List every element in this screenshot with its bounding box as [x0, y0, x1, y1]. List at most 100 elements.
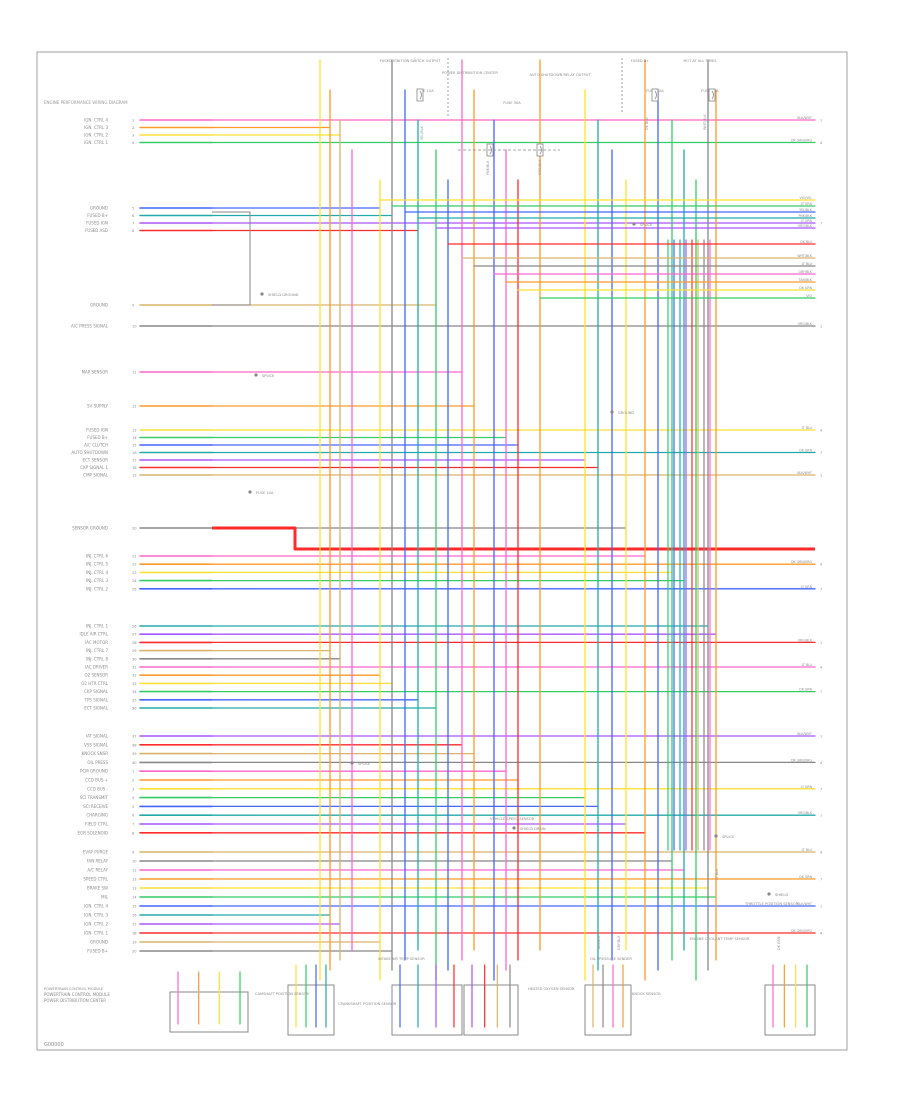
right-pin-number: 4: [820, 141, 822, 145]
right-wire-label: BLK/WHT: [797, 471, 812, 475]
callout-label: GROUND: [618, 411, 634, 415]
footer-code: G00000: [44, 1042, 64, 1048]
pin-number: 7: [132, 222, 134, 226]
fuse-link: [539, 145, 542, 155]
left-pin-label: INJ. CTRL 6: [86, 554, 108, 559]
pin-number: 18: [132, 466, 137, 470]
right-wire-label: YEL/BLK: [799, 208, 813, 212]
left-pin-label: INJ. CTRL 3: [86, 578, 108, 583]
right-wire-label: LT GRN: [801, 785, 813, 789]
fuse-body: [651, 88, 659, 102]
right-side-labels: BLK/WHT 1 DK GRN/ORG 4 LT GRN 7 ORG/BLK 1 LT BLU…: [791, 116, 822, 936]
pin-number: 14: [132, 896, 137, 900]
pin-number: 18: [132, 932, 137, 936]
left-pin-label: A/C RELAY: [87, 868, 108, 873]
right-wire-label: LT BLU: [802, 848, 813, 852]
pin-number: 29: [132, 649, 137, 653]
component-connector: [391, 964, 463, 1036]
right-wire-label: DK GRN/ORG: [791, 758, 812, 762]
component-label: CRANKSHAFT POSITION SENSOR: [338, 1002, 397, 1006]
right-pin-number: 4: [820, 761, 822, 765]
right-wire-label: LT GRN: [801, 202, 813, 206]
left-pin-label: IGN. CTRL 2: [84, 922, 108, 927]
splice-dot: [714, 834, 718, 838]
fuse-link: [419, 90, 422, 100]
left-pin-label: SCI RECEIVE: [83, 804, 108, 809]
connector-body: [584, 984, 632, 1036]
pin-number: 32: [132, 674, 137, 678]
pin-number: 40: [132, 761, 137, 765]
right-pin-number: 1: [820, 735, 822, 739]
right-wire-label: DK GRN/ORG: [791, 139, 812, 143]
vertical-wire-label: PNK/BLK: [486, 160, 490, 175]
left-pin-label: PCM GROUND: [80, 769, 108, 774]
left-pin-label: KNOCK SNSR: [82, 751, 109, 756]
left-pin-label: INJ. CTRL 2: [86, 586, 108, 591]
fuse-symbol: [416, 88, 424, 102]
left-pin-label: VSS SIGNAL: [84, 742, 109, 747]
pin-number: 17: [132, 923, 137, 927]
splice-dot: [248, 490, 252, 494]
header-label: FUSED B+: [631, 59, 650, 63]
pin-number: 9: [132, 304, 135, 308]
pin-number: 6: [132, 214, 135, 218]
left-pin-label: SPEED CTRL: [83, 877, 108, 882]
left-pin-label: IAC MOTOR: [85, 640, 108, 645]
right-pin-number: 7: [820, 878, 822, 882]
callout-label: SPLICE: [640, 223, 653, 227]
component-label: VEHICLE SPEED SENSOR: [490, 817, 535, 821]
right-pin-number: 1: [820, 905, 822, 909]
right-wire-label: DK BLU: [800, 240, 812, 244]
pdc-box-label: POWER DISTRIBUTION CENTER: [44, 998, 106, 1003]
pin-number: 1: [132, 119, 134, 123]
connector-body: [169, 991, 249, 1033]
splice-dot: [767, 892, 771, 896]
right-wire-label: ORG/BLK: [798, 322, 813, 326]
right-wire-label: WHT/BLK: [797, 254, 813, 258]
header-label: FUSED IGNITION SWITCH OUTPUT: [380, 59, 441, 63]
left-pin-label: IAT SIGNAL: [86, 734, 109, 739]
left-pin-label: FUSED IGN: [86, 428, 108, 433]
callout-label: SHIELD GROUND: [268, 293, 299, 297]
pcm-box-label: POWERTRAIN CONTROL MODULE: [44, 992, 110, 997]
right-wire-label: DK GRN/ORG: [791, 929, 812, 933]
left-pin-label: CMP SIGNAL: [83, 473, 108, 478]
pin-number: 35: [132, 698, 137, 702]
left-pin-label: CCD BUS +: [85, 778, 108, 783]
header-label: FUSE 30A: [503, 101, 521, 105]
left-pin-label: CKP SIGNAL: [84, 689, 109, 694]
pin-number: 19: [132, 941, 137, 945]
vertical-wire-label: GRY/BLK: [617, 935, 621, 950]
pin-number: 19: [132, 474, 137, 478]
diagram-title: ENGINE PERFORMANCE WIRING DIAGRAM: [44, 100, 128, 105]
left-pin-label: FUSED B+: [87, 949, 108, 954]
left-pin-label: BRAKE SW: [87, 886, 108, 891]
left-pin-label: A/C CLUTCH: [84, 443, 108, 448]
callout-label: SPLICE: [262, 374, 275, 378]
pin-number: 20: [132, 950, 137, 954]
vertical-wire-label: DK GRN: [777, 936, 781, 950]
left-pin-label: IAC DRIVER: [85, 665, 108, 670]
pin-number: 20: [132, 527, 137, 531]
pin-number: 28: [132, 641, 137, 645]
pin-number: 5: [132, 207, 134, 211]
pin-number: 31: [132, 666, 137, 670]
left-pin-label: FAN RELAY: [87, 859, 109, 864]
left-pin-label: OIL PRESS: [87, 760, 108, 765]
vertical-wire-label: ORG/BLK: [538, 159, 542, 175]
component-connector: [584, 964, 632, 1036]
right-wire-label: ORG/BLK: [798, 638, 813, 642]
right-wire-label: ORG/BLK: [798, 224, 813, 228]
heavy-red-wire: [212, 526, 815, 551]
callout-label: SPLICE: [722, 835, 735, 839]
connector-body: [764, 984, 816, 1036]
splice-dot: [260, 292, 264, 296]
left-pin-label: IGN. CTRL 4: [84, 904, 108, 909]
fuse-body: [416, 88, 424, 102]
left-pin-label: ECT SIGNAL: [84, 706, 109, 711]
left-pin-label: EGR SOLENOID: [77, 830, 108, 835]
right-wire-label: LT BLU: [802, 262, 813, 266]
left-pin-label: FUSED B+: [87, 213, 108, 218]
component-label: KNOCK SENSOR: [632, 992, 661, 996]
